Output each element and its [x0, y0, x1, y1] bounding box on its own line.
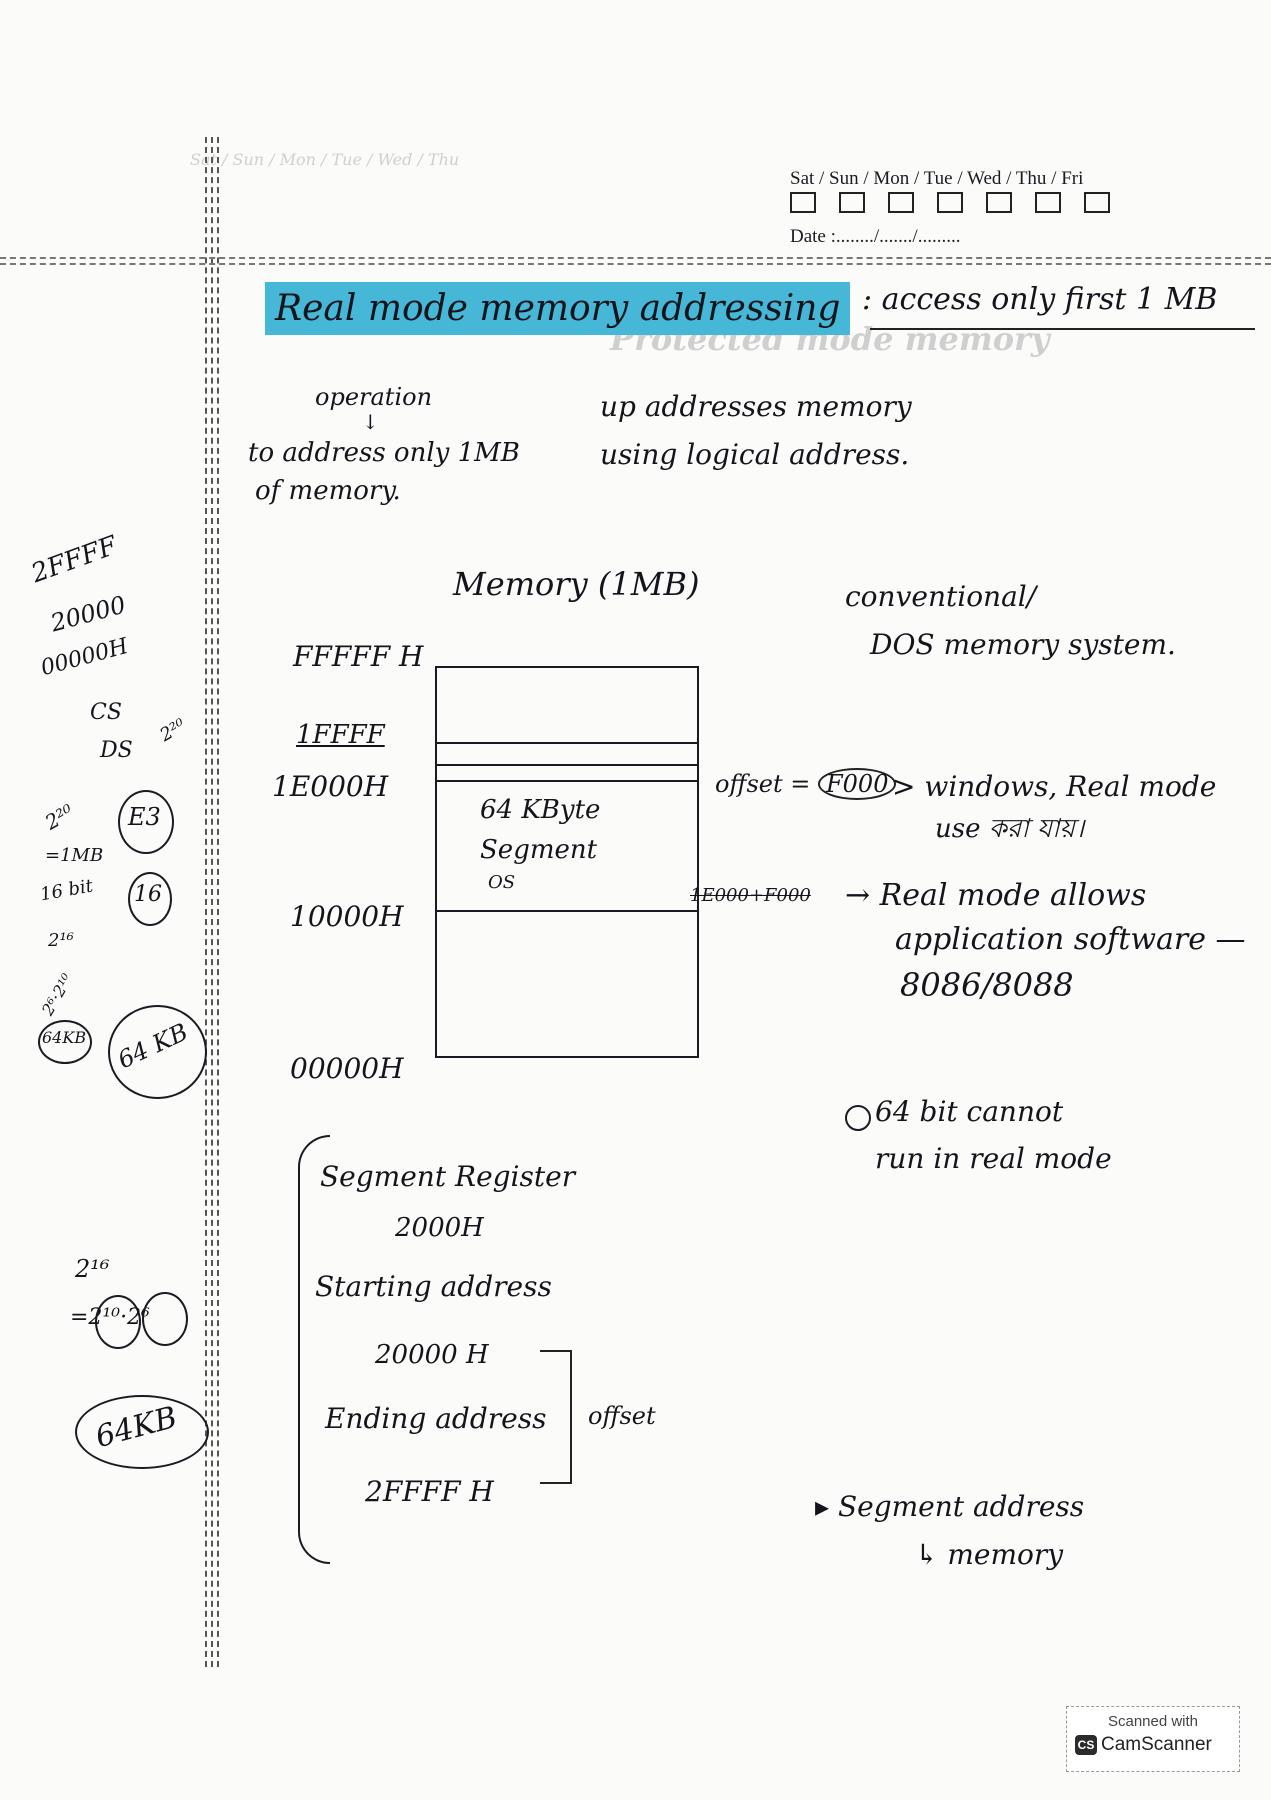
note-real-mode-allows: → Real mode allows	[845, 878, 1147, 913]
memory-block	[435, 666, 699, 1058]
note-segment-address: ▸ Segment address	[815, 1490, 1085, 1523]
margin-note: DS	[100, 738, 133, 763]
margin-circle	[108, 1005, 207, 1099]
page-title: Real mode memory addressing	[265, 282, 851, 335]
margin-line	[205, 137, 209, 1667]
margin-line	[211, 137, 215, 1667]
margin-note: 16	[134, 882, 162, 907]
note-ending-address: Ending address	[325, 1402, 547, 1435]
camscanner-name: CamScanner	[1101, 1734, 1212, 1755]
note-dos-memory: DOS memory system.	[870, 628, 1176, 661]
note-of-memory: of memory.	[255, 476, 401, 506]
camscanner-logo-icon: CS	[1075, 1734, 1097, 1755]
note-64bit-a: 64 bit cannot	[875, 1095, 1064, 1128]
offset-bracket	[540, 1350, 572, 1484]
mem-label-1ffff: 1FFFF	[296, 720, 385, 750]
note-starting-address: Starting address	[315, 1270, 552, 1303]
header-rule	[0, 263, 1271, 265]
margin-circle	[128, 872, 172, 926]
margin-circle	[142, 1292, 188, 1346]
note-seg-memory: ↳ memory	[915, 1538, 1064, 1571]
memory-divider	[435, 780, 697, 782]
margin-note: 2²⁰	[156, 714, 190, 747]
note-seg-value: 2000H	[395, 1213, 484, 1243]
margin-note: 2¹⁶	[48, 930, 74, 951]
memory-heading: Memory (1MB)	[453, 565, 700, 603]
margin-note: 20000	[47, 590, 129, 638]
mem-label-00000: 00000H	[290, 1052, 404, 1085]
note-up-addresses: up addresses memory	[600, 390, 912, 423]
mem-block-label: 64 KByte	[480, 795, 601, 825]
note-strike-calc: 1E000+F000	[690, 885, 811, 906]
margin-note: 16 bit	[38, 875, 95, 906]
title-underline	[870, 328, 1255, 330]
margin-note: 2²⁰	[40, 799, 78, 835]
note-start-value: 20000 H	[375, 1340, 489, 1370]
margin-note: =2¹⁰·2⁶	[70, 1305, 150, 1330]
left-brace	[298, 1135, 330, 1564]
margin-note: 2⁶·2¹⁰	[37, 970, 77, 1019]
note-operation: operation	[315, 383, 433, 411]
margin-circle	[118, 790, 174, 854]
mem-block-os: OS	[488, 872, 516, 893]
margin-note: 00000H	[38, 633, 131, 682]
bullet-circle	[845, 1105, 871, 1131]
note-offset: offset = F000	[715, 768, 897, 800]
memory-divider	[435, 910, 697, 912]
mem-label-top: FFFFF H	[293, 640, 424, 673]
margin-note: 64KB	[42, 1028, 87, 1047]
note-application-software: application software —	[895, 922, 1246, 957]
margin-note: 2FFFF	[27, 530, 122, 590]
bleed-through-header: Sat / Sun / Mon / Tue / Wed / Thu	[190, 150, 460, 169]
note-windows: > windows, Real mode	[892, 770, 1217, 803]
note-using-logical: using logical address.	[600, 438, 910, 471]
memory-divider	[435, 764, 697, 766]
offset-value: F000	[818, 768, 897, 800]
mem-label-1e000: 1E000H	[272, 770, 389, 803]
weekday-row: Sat / Sun / Mon / Tue / Wed / Thu / Fri	[790, 168, 1084, 189]
note-use: use করা যায়।	[935, 814, 1085, 844]
margin-circle	[75, 1395, 209, 1469]
note-offset-label: offset	[588, 1402, 656, 1430]
header-rule	[0, 257, 1271, 259]
note-to-address: to address only 1MB	[248, 438, 520, 468]
note-end-value: 2FFFF H	[365, 1475, 494, 1508]
note-cpu: 8086/8088	[900, 966, 1074, 1004]
weekday-checkboxes	[790, 192, 1133, 217]
margin-note: CS	[90, 700, 122, 725]
note-conventional: conventional/	[845, 580, 1037, 613]
margin-note: 2¹⁶	[75, 1255, 110, 1283]
note-arrow: ↓	[362, 410, 379, 434]
margin-circle	[95, 1295, 141, 1349]
date-field: Date :......../......./.........	[790, 226, 961, 247]
scanned-with-label: Scanned with	[1107, 1713, 1199, 1730]
margin-note: E3	[128, 803, 161, 831]
mem-label-10000: 10000H	[290, 900, 404, 933]
note-segment-register: Segment Register	[320, 1160, 576, 1193]
memory-divider	[435, 742, 697, 744]
margin-circle	[38, 1020, 92, 1064]
mem-block-segment: Segment	[480, 835, 598, 865]
title-highlight: Real mode memory addressing	[265, 282, 851, 335]
note-64bit-b: run in real mode	[875, 1142, 1112, 1175]
margin-line	[217, 137, 221, 1667]
margin-note: =1MB	[45, 845, 104, 866]
title-subtitle: : access only first 1 MB	[862, 282, 1218, 317]
